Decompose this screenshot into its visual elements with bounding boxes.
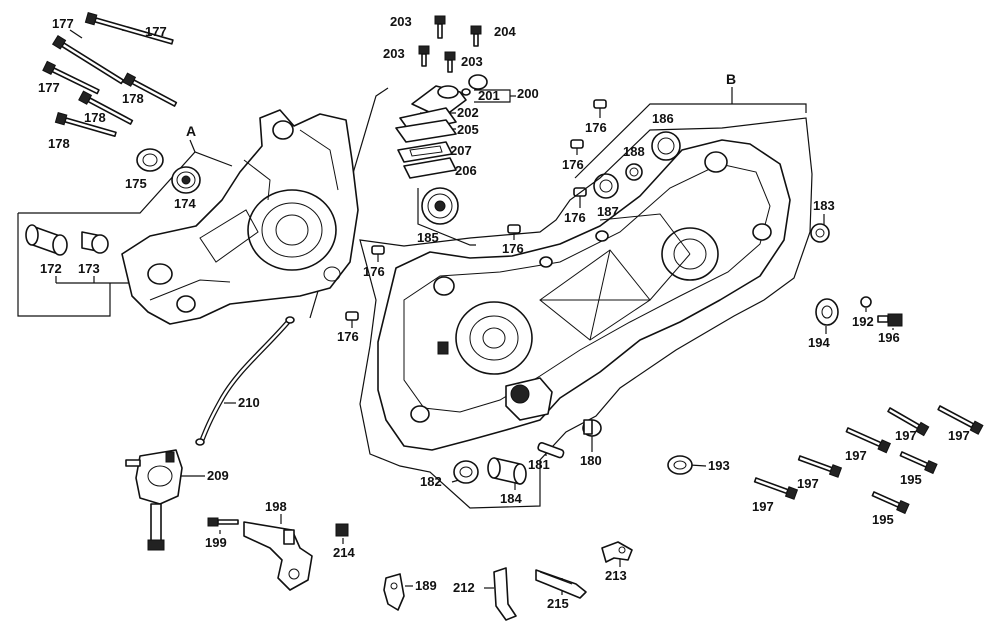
part-label-177: 177 bbox=[145, 24, 167, 39]
gasket-205 bbox=[395, 119, 457, 143]
seal-182 bbox=[453, 460, 479, 484]
bearing-187 bbox=[593, 173, 619, 199]
part-label-196: 196 bbox=[878, 330, 900, 345]
part-label-212: 212 bbox=[453, 580, 475, 595]
gasket-206 bbox=[403, 157, 457, 179]
part-label-176: 176 bbox=[585, 120, 607, 135]
part-label-187: 187 bbox=[597, 204, 619, 219]
part-label-197: 197 bbox=[752, 499, 774, 514]
part-number-labels: 177 177 177 178 178 178 175 174 172 173 203 204 203 2… bbox=[38, 14, 970, 611]
part-label-176: 176 bbox=[363, 264, 385, 279]
bracket-189 bbox=[383, 573, 405, 611]
seal-175 bbox=[136, 148, 164, 172]
bushing-180 bbox=[582, 419, 602, 437]
bolt-199 bbox=[207, 517, 239, 527]
crankcase-left-a bbox=[121, 109, 359, 325]
part-label-182: 182 bbox=[420, 474, 442, 489]
part-label-213: 213 bbox=[605, 568, 627, 583]
part-label-178: 178 bbox=[84, 110, 106, 125]
part-label-176: 176 bbox=[337, 329, 359, 344]
bushing-184 bbox=[487, 457, 527, 485]
part-label-189: 189 bbox=[415, 578, 437, 593]
oil-pump-209 bbox=[125, 449, 183, 551]
part-label-214: 214 bbox=[333, 545, 355, 560]
clip-213 bbox=[601, 541, 633, 563]
bushing-172 bbox=[25, 224, 68, 256]
part-label-199: 199 bbox=[205, 535, 227, 550]
part-label-178: 178 bbox=[122, 91, 144, 106]
part-label-175: 175 bbox=[125, 176, 147, 191]
part-label-174: 174 bbox=[174, 196, 196, 211]
part-label-186: 186 bbox=[652, 111, 674, 126]
part-label-192: 192 bbox=[852, 314, 874, 329]
washer-192 bbox=[860, 296, 872, 308]
part-label-202: 202 bbox=[457, 105, 479, 120]
crankcase-right-b bbox=[359, 117, 813, 509]
part-label-197: 197 bbox=[895, 428, 917, 443]
part-label-197: 197 bbox=[845, 448, 867, 463]
part-label-181: 181 bbox=[528, 457, 550, 472]
part-label-210: 210 bbox=[238, 395, 260, 410]
assembly-label-b: B bbox=[726, 71, 736, 87]
part-label-173: 173 bbox=[78, 261, 100, 276]
part-label-197: 197 bbox=[797, 476, 819, 491]
bolts-195-197 bbox=[753, 405, 984, 515]
part-label-194: 194 bbox=[808, 335, 830, 350]
part-label-176: 176 bbox=[564, 210, 586, 225]
pin-181 bbox=[537, 442, 565, 459]
part-label-188: 188 bbox=[623, 144, 645, 159]
drain-plug-196 bbox=[877, 313, 903, 327]
part-label-176: 176 bbox=[562, 157, 584, 172]
seal-188 bbox=[625, 163, 643, 181]
bearing-186 bbox=[651, 131, 681, 161]
bearing-174 bbox=[171, 166, 201, 194]
bearing-194 bbox=[815, 298, 839, 326]
bolts-203-204 bbox=[418, 15, 482, 73]
part-label-203: 203 bbox=[383, 46, 405, 61]
part-label-177: 177 bbox=[52, 16, 74, 31]
part-label-176: 176 bbox=[502, 241, 524, 256]
part-label-215: 215 bbox=[547, 596, 569, 611]
nut-214 bbox=[335, 523, 349, 537]
bushing-173 bbox=[81, 231, 109, 254]
part-label-184: 184 bbox=[500, 491, 522, 506]
hose-210 bbox=[195, 316, 295, 446]
bracket-215 bbox=[535, 569, 587, 599]
part-label-203: 203 bbox=[390, 14, 412, 29]
part-label-209: 209 bbox=[207, 468, 229, 483]
reed-valve-207 bbox=[397, 141, 453, 163]
part-label-204: 204 bbox=[494, 24, 516, 39]
long-bolts-177-178 bbox=[42, 12, 178, 137]
part-label-207: 207 bbox=[450, 143, 472, 158]
assembly-label-a: A bbox=[186, 123, 196, 139]
part-label-201: 201 bbox=[478, 88, 500, 103]
part-label-205: 205 bbox=[457, 122, 479, 137]
clamp-200-201 bbox=[461, 74, 488, 96]
part-label-195: 195 bbox=[900, 472, 922, 487]
part-label-180: 180 bbox=[580, 453, 602, 468]
part-label-193: 193 bbox=[708, 458, 730, 473]
part-label-197: 197 bbox=[948, 428, 970, 443]
part-label-177: 177 bbox=[38, 80, 60, 95]
part-label-200: 200 bbox=[517, 86, 539, 101]
part-label-206: 206 bbox=[455, 163, 477, 178]
part-label-178: 178 bbox=[48, 136, 70, 151]
part-label-183: 183 bbox=[813, 198, 835, 213]
part-label-185: 185 bbox=[417, 230, 439, 245]
part-label-198: 198 bbox=[265, 499, 287, 514]
bracket-198 bbox=[243, 521, 313, 591]
seal-193 bbox=[667, 455, 693, 475]
seal-183 bbox=[810, 223, 830, 243]
bracket-212 bbox=[493, 567, 517, 621]
part-label-172: 172 bbox=[40, 261, 62, 276]
part-label-203: 203 bbox=[461, 54, 483, 69]
dowel-pins-176 bbox=[345, 99, 607, 321]
bearing-185 bbox=[421, 187, 459, 225]
part-label-195: 195 bbox=[872, 512, 894, 527]
